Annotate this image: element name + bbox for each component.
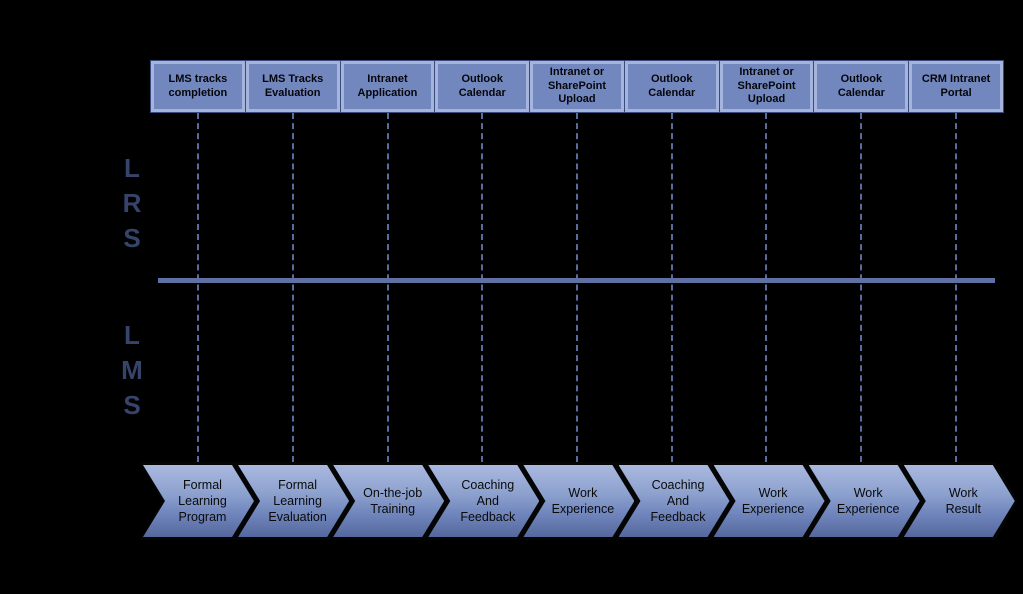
connector-line (576, 113, 578, 462)
process-chevron: Formal Learning Evaluation (235, 462, 352, 540)
process-chevron: Formal Learning Program (140, 462, 257, 540)
process-chevron: Coaching And Feedback (616, 462, 733, 540)
process-chevron-label: Work Experience (836, 485, 900, 516)
side-label-letter: S (123, 390, 141, 420)
process-chevron-fill: Work Experience (809, 465, 920, 537)
process-chevron-label: Work Experience (741, 485, 805, 516)
system-box: Outlook Calendar (624, 61, 719, 112)
divider-line (158, 278, 995, 283)
connector-line (860, 113, 862, 462)
side-label-letter: L (124, 153, 140, 183)
connector-line (197, 113, 200, 462)
process-chevron-row: Formal Learning Program Formal Learning E… (140, 462, 1020, 540)
system-box: LMS Tracks Evaluation (245, 61, 340, 112)
connector-line (954, 113, 957, 462)
process-chevron-label: Formal Learning Program (178, 477, 227, 525)
process-chevron-label: Formal Learning Evaluation (268, 477, 327, 525)
side-label-letter: L (124, 320, 140, 350)
side-label-letter: R (122, 188, 142, 218)
system-box: CRM Intranet Portal (909, 61, 1004, 112)
process-chevron-label: Work Experience (551, 485, 615, 516)
system-box: Intranet Application (340, 61, 435, 112)
system-box: Outlook Calendar (814, 61, 909, 112)
process-chevron-label: Work Result (945, 485, 982, 516)
system-box: Intranet or SharePoint Upload (719, 61, 814, 112)
side-label-letter: S (123, 223, 141, 253)
system-box: Intranet or SharePoint Upload (530, 61, 624, 112)
process-chevron-label: Coaching And Feedback (650, 477, 706, 525)
connector-line (765, 113, 768, 462)
process-chevron: Work Experience (806, 462, 923, 540)
system-box: LMS tracks completion (151, 61, 245, 112)
side-label-letter: M (121, 355, 143, 385)
process-chevron-fill: Formal Learning Program (143, 465, 254, 537)
process-chevron-label: Coaching And Feedback (460, 477, 516, 525)
connector-line (670, 113, 673, 462)
system-box: Outlook Calendar (435, 61, 530, 112)
connector-line (481, 113, 484, 462)
connector-line (292, 113, 294, 462)
connector-line (386, 113, 389, 462)
process-chevron-label: On-the-job Training (363, 485, 423, 516)
